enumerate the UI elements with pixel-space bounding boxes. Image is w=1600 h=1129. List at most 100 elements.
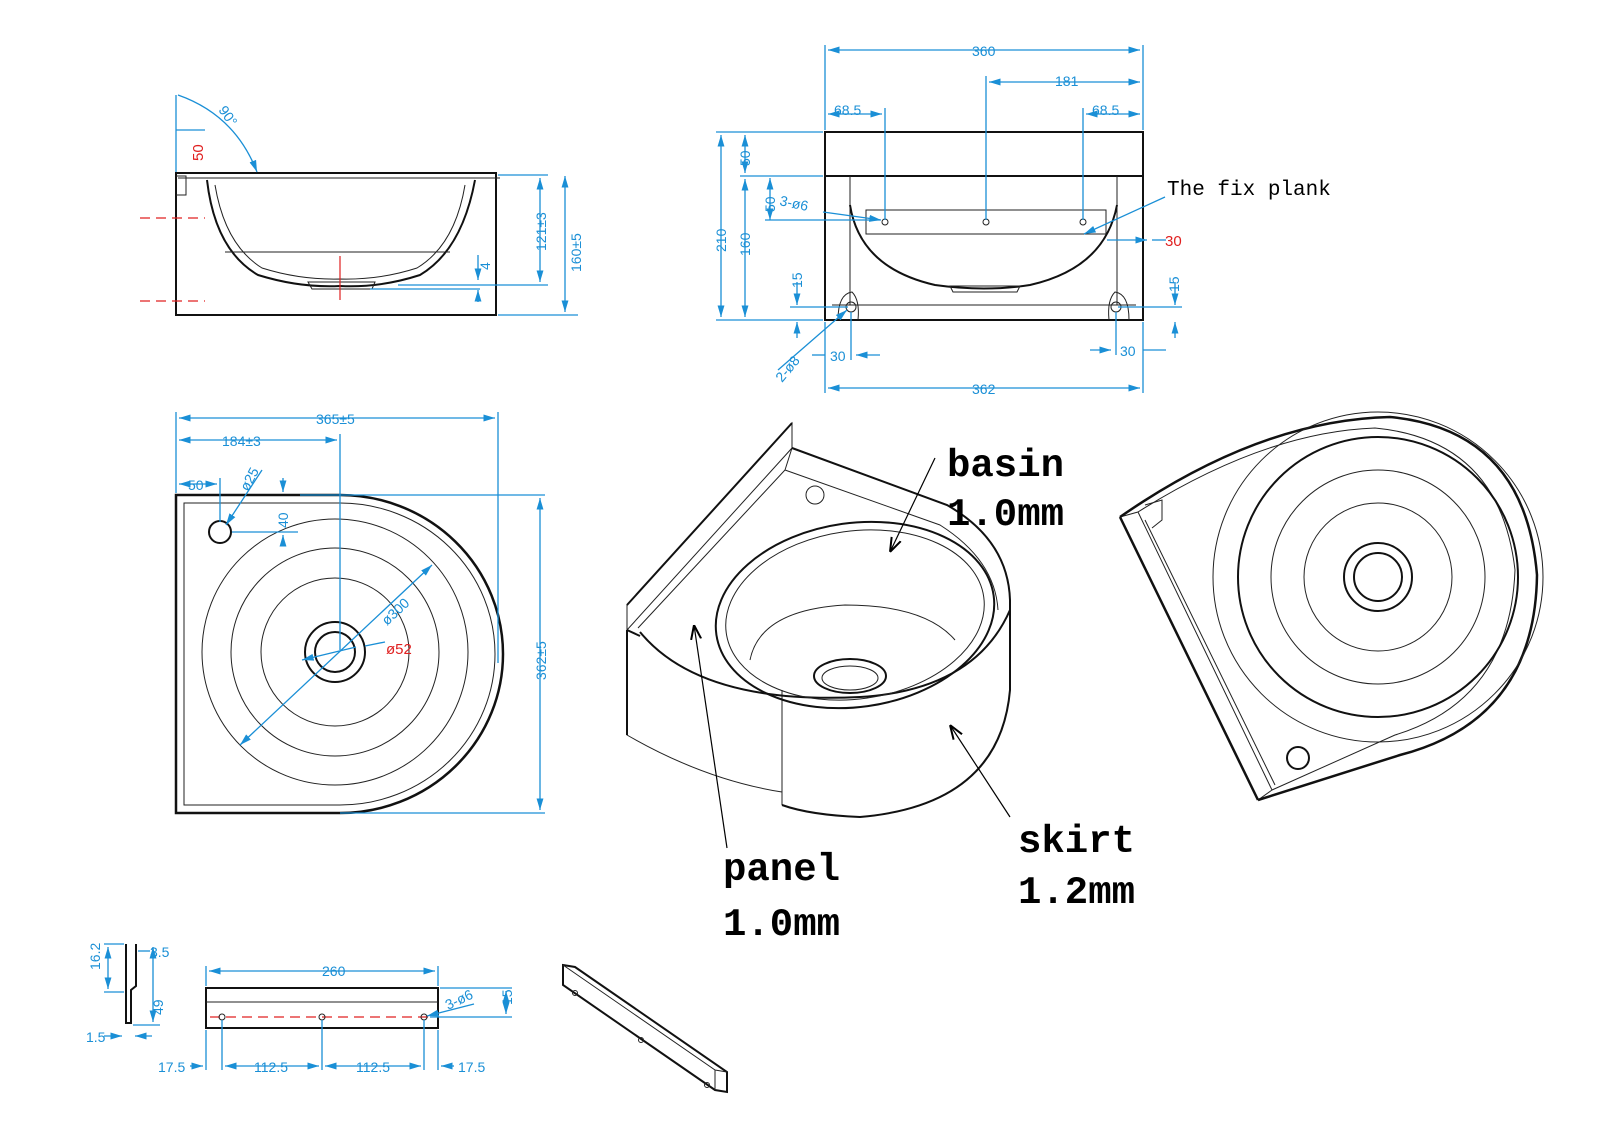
height-total-label: 210 [713,228,729,252]
hole-x-left-label: 30 [830,348,846,364]
width-dimension: 365±5 [175,411,499,663]
plank-thickness-dimension: 1.5 [86,1029,152,1045]
plank-offset-label: 50 [762,196,778,212]
plank-lip-dimension: 3.5 [138,944,170,960]
plank-width-label: 30 [1165,233,1182,250]
plank-top-label: 16.2 [87,943,103,970]
plank-thickness-label: 1.5 [86,1029,106,1045]
plank-holes-label: 3-ø6 [778,192,810,214]
width-top-dimension: 360 [824,43,1144,130]
width-bottom-label: 362 [972,381,996,397]
depth-label: 362±5 [533,641,549,680]
plank-hole-y-label: 15 [499,989,515,1005]
basin-thickness: 1.0mm [947,493,1064,537]
panel-label: panel [723,848,840,892]
panel-thickness: 1.0mm [723,903,840,947]
plank-front: 260 3-ø6 15 17.5 112.5 112.5 17.5 [158,963,515,1075]
plank-spacing-dimensions: 17.5 112.5 112.5 17.5 [158,1020,485,1075]
drain-dia-label: ø52 [386,641,412,658]
width-label: 365±5 [316,411,355,427]
bottom-holes-label: 2-ø8 [772,352,803,384]
fix-plank-label: The fix plank [1167,179,1331,202]
plank-isometric [562,963,728,1094]
fix-plank-holes [881,218,1087,226]
rotated-top-view [1118,411,1544,802]
bottom-hole-left-dimension: 15 [789,272,848,338]
skirt-thickness: 1.2mm [1018,871,1135,915]
height-lower-label: 160 [737,232,753,256]
plank-profile: 16.2 3.5 49 1.5 [86,943,170,1045]
front-mount-holes [837,291,1130,321]
depth-dimension: 362±5 [300,494,549,814]
bowl-depth-label: 121±3 [533,212,549,251]
angle-dimension: 90° [175,94,258,173]
plank-holes-label: 3-ø6 [443,986,476,1013]
top-view: 365±5 184±3 50 ø25 40 ø300 [174,411,549,815]
plank-span-left-label: 112.5 [254,1059,288,1075]
plank-height-label: 49 [150,999,166,1015]
plank-holes-callout: 3-ø6 [778,192,882,222]
hole-left-label: 68.5 [834,102,861,118]
total-height-dimension: 160±5 [498,176,584,316]
front-view: 360 181 68.5 68.5 210 160 5 [713,43,1331,397]
width-bottom-dimension: 362 [824,322,1144,397]
rim-height-dimension: 50 [176,129,207,161]
hole-x-right-label: 30 [1120,343,1136,359]
hole-x-right-dimension: 30 [1090,312,1166,359]
panel-callout: panel 1.0mm [694,625,840,947]
tap-x-label: 50 [188,477,204,493]
rim-height-label: 50 [190,144,207,161]
skirt-label: skirt [1018,820,1135,864]
bottom-offset-label: 4 [477,262,493,270]
hole-right-label: 68.5 [1092,102,1119,118]
height-top-label: 50 [737,150,753,166]
tap-x-dimension: 50 [179,477,221,522]
tap-y-label: 40 [275,512,291,528]
plank-span-right-label: 112.5 [356,1059,390,1075]
height-top-dimension: 50 [737,135,753,173]
hole-x-left-dimension: 30 [812,312,880,364]
bowl-depth-dimension: 121±3 [398,174,549,286]
plank-height-dimension: 49 [133,947,166,1026]
skirt-callout: skirt 1.2mm [950,725,1135,915]
height-total-dimension: 210 [713,131,823,321]
center-label: 184±3 [222,433,261,449]
plank-width-dimension: 30 [1107,233,1182,250]
plank-edge-right-label: 17.5 [458,1059,485,1075]
width-top-label: 360 [972,43,996,59]
plank-offset-dimension: 50 [762,178,880,221]
plank-hole-y-dimension: 15 [430,987,515,1018]
basin-callout: basin 1.0mm [890,444,1064,552]
plank-length-dimension: 260 [205,963,439,986]
isometric-body [626,421,1011,819]
bottom-hole-right-dimension: 15 [1118,276,1182,338]
drain-dia-dimension: ø52 [301,641,412,661]
fix-plank-callout: The fix plank [1083,179,1331,235]
tap-dia-label: ø25 [237,464,263,493]
center-dimension: 184±3 [179,433,341,650]
plank-length-label: 260 [322,963,346,979]
side-view: 90° 50 121±3 160±5 4 [140,94,584,316]
plank-top-dimension: 16.2 [87,943,124,993]
bottom-hole-right-label: 15 [1166,276,1182,292]
isometric-bowl [714,520,996,710]
center-dimension: 181 [985,73,1140,220]
bowl-dia-label: ø300 [378,595,412,629]
bottom-hole-left-label: 15 [789,272,805,288]
plank-holes-callout: 3-ø6 [426,986,476,1017]
hole-left-dimension: 68.5 [828,102,886,220]
angle-label: 90° [216,103,241,130]
basin-label: basin [947,444,1064,488]
side-view-body [175,172,500,316]
isometric-view: basin 1.0mm panel 1.0mm skirt 1.2mm [626,421,1135,947]
hole-right-dimension: 68.5 [1082,102,1140,220]
height-lower-dimension: 160 [737,175,823,317]
tap-y-dimension: 40 [232,478,298,547]
front-view-body [824,131,1144,321]
bottom-offset-dimension: 4 [370,255,493,302]
center-label: 181 [1055,73,1079,89]
total-height-label: 160±5 [568,233,584,272]
plank-edge-left-label: 17.5 [158,1059,185,1075]
tap-hole [208,520,232,544]
